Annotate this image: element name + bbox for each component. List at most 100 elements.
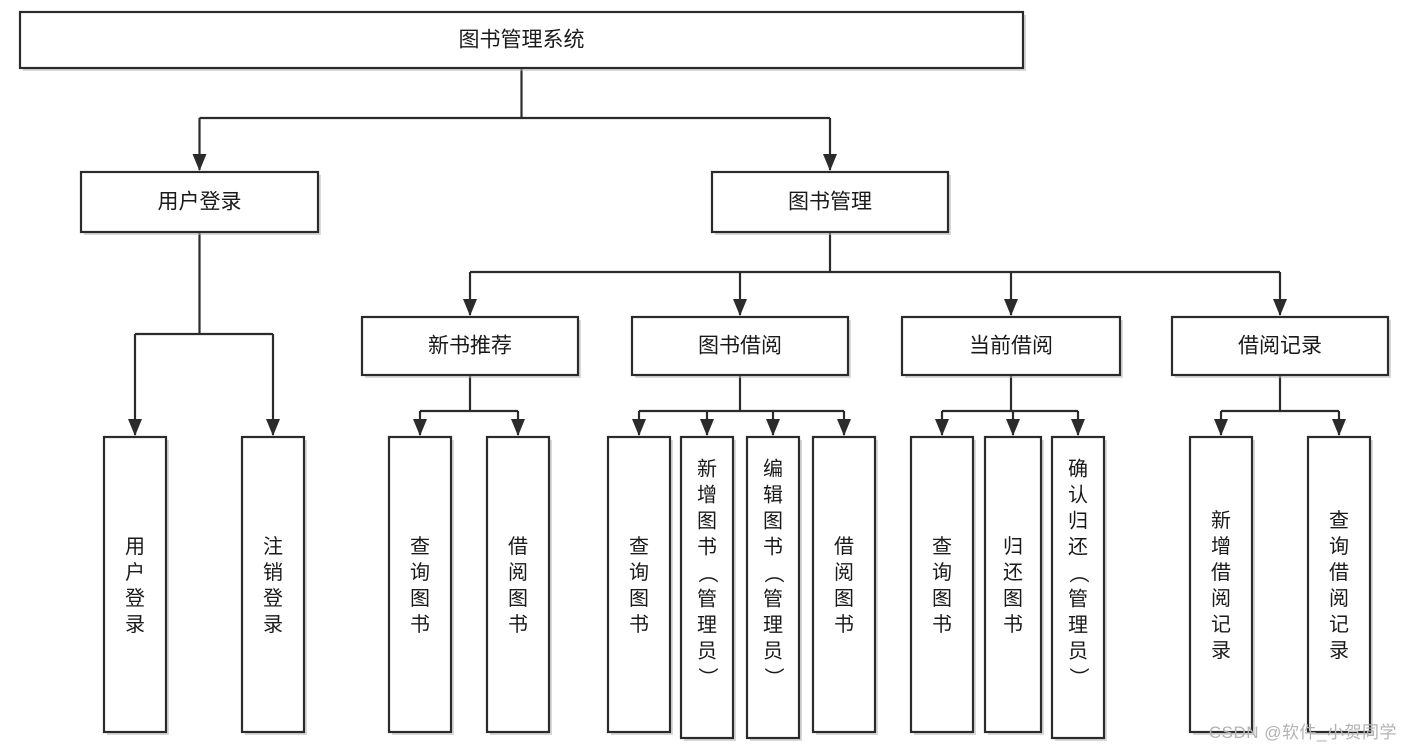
arrow-head-icon <box>1214 419 1228 436</box>
node-rect[interactable] <box>387 435 453 734</box>
node-rect[interactable] <box>900 315 1122 377</box>
connector-layer <box>128 68 1346 436</box>
node-rect[interactable] <box>360 315 580 377</box>
leaf-label-char: （ <box>1067 563 1090 583</box>
node-rect[interactable] <box>983 435 1043 734</box>
node-label: 用户登录 <box>158 191 242 214</box>
arrow-head-icon <box>733 299 747 316</box>
leaf-label-char: 图 <box>932 588 952 610</box>
node-rect[interactable] <box>811 435 877 734</box>
node-rect[interactable] <box>18 10 1025 70</box>
leaf-label-char: 新 <box>697 457 717 480</box>
node-rect[interactable] <box>630 315 850 377</box>
leaf-label-char: 记 <box>1211 613 1231 636</box>
leaf-label-char: 注 <box>263 535 283 558</box>
node-rect[interactable] <box>1306 435 1372 734</box>
leaf-label-char: 书 <box>763 535 783 558</box>
leaf-label-char: 理 <box>697 614 717 636</box>
leaf-label-char: 借 <box>1211 561 1231 584</box>
leaf-label-char: 销 <box>263 561 283 584</box>
node-rect[interactable] <box>606 435 672 734</box>
leaf-label-char: 图 <box>1003 588 1023 610</box>
arrow-head-icon <box>1006 419 1020 436</box>
leaf-label-char: 图 <box>410 588 430 610</box>
arrow-head-icon <box>935 419 949 436</box>
leaf-label-char: 录 <box>1329 640 1349 662</box>
node-rect[interactable] <box>102 435 168 734</box>
arrow-head-icon <box>1332 419 1346 436</box>
node-new-book-rec[interactable]: 新书推荐 <box>360 315 581 378</box>
leaf-label-char: 辑 <box>763 483 783 506</box>
leaf-label-char: 书 <box>932 613 952 636</box>
leaf-label-char: 阅 <box>1211 587 1231 610</box>
leaf-label-char: 登 <box>263 587 283 610</box>
node-rect[interactable] <box>909 435 975 734</box>
node-rect[interactable] <box>79 170 320 234</box>
node-rect[interactable] <box>1170 315 1390 377</box>
leaf-label-char: 借 <box>1329 561 1349 584</box>
leaf-label-char: 书 <box>1003 613 1023 636</box>
node-rect[interactable] <box>240 435 306 734</box>
leaf-label-char: 管 <box>763 587 783 610</box>
arrow-head-icon <box>823 154 837 171</box>
node-rect[interactable] <box>485 435 551 734</box>
node-rect[interactable] <box>745 435 801 740</box>
leaf-label-char: 询 <box>410 561 430 584</box>
node-root[interactable]: 图书管理系统 <box>18 10 1026 71</box>
arrow-head-icon <box>192 154 207 171</box>
node-leaf-user-login[interactable]: 用户登录 <box>102 435 169 735</box>
node-rect[interactable] <box>710 170 950 234</box>
leaf-label-char: ） <box>1067 667 1090 687</box>
arrow-head-icon <box>766 419 780 436</box>
node-label: 图书借阅 <box>698 335 782 358</box>
leaf-label-char: 图 <box>697 510 717 532</box>
node-label: 借阅记录 <box>1238 335 1322 358</box>
leaf-label-char: 还 <box>1003 561 1023 584</box>
node-book-borrow[interactable]: 图书借阅 <box>630 315 851 378</box>
node-book-manage[interactable]: 图书管理 <box>710 170 951 235</box>
csdn-watermark: CSDN @软件_小贺同学 <box>1208 723 1397 742</box>
leaf-label-char: 录 <box>1211 640 1231 662</box>
leaf-label-char: 查 <box>932 535 952 558</box>
arrow-head-icon <box>1071 419 1085 436</box>
arrow-head-icon <box>700 419 714 436</box>
node-borrow-record[interactable]: 借阅记录 <box>1170 315 1391 378</box>
leaf-label-char: 询 <box>932 561 952 584</box>
node-label: 图书管理系统 <box>459 29 585 52</box>
leaf-label-char: 图 <box>629 588 649 610</box>
leaf-label-char: 理 <box>1068 614 1088 636</box>
leaf-label-char: 归 <box>1003 535 1023 558</box>
leaf-label-char: 图 <box>834 588 854 610</box>
node-current-borrow[interactable]: 当前借阅 <box>900 315 1123 378</box>
node-user-login[interactable]: 用户登录 <box>79 170 321 235</box>
leaf-label-char: 阅 <box>834 561 854 584</box>
node-label: 新书推荐 <box>428 335 512 358</box>
leaf-label-char: 管 <box>1068 587 1088 610</box>
node-rect[interactable] <box>1050 435 1106 740</box>
leaf-label-char: 书 <box>629 613 649 636</box>
node-rect[interactable] <box>679 435 735 740</box>
node-rect[interactable] <box>1188 435 1254 734</box>
leaf-label-char: 增 <box>1211 535 1231 558</box>
leaf-label-char: 认 <box>1068 483 1088 506</box>
arrow-head-icon <box>1273 299 1287 316</box>
leaf-label-char: 书 <box>834 613 854 636</box>
leaf-label-char: 借 <box>834 535 854 558</box>
node-layer: 图书管理系统用户登录图书管理新书推荐图书借阅当前借阅借阅记录用户登录注销登录查询… <box>18 10 1391 741</box>
leaf-label-char: 增 <box>697 483 717 506</box>
leaf-label-char: 员 <box>1068 640 1088 662</box>
